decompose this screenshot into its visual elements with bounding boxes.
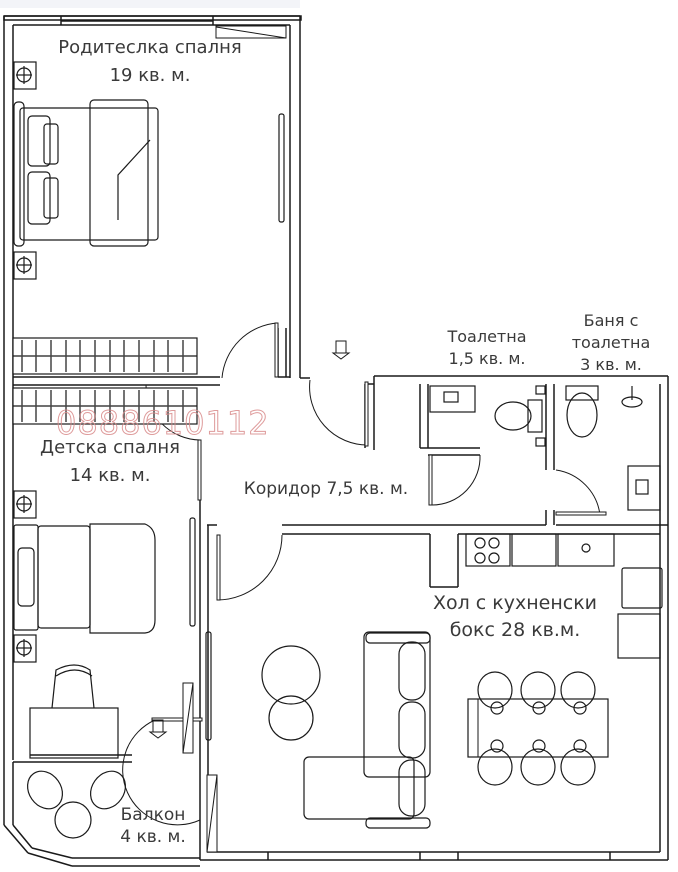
balcony-furniture bbox=[26, 770, 127, 839]
sofa-icon bbox=[363, 631, 431, 778]
room-area: бокс 28 кв.м. bbox=[449, 619, 581, 641]
room-area: 4 кв. м. bbox=[120, 827, 186, 847]
room-label-master-bedroom: Родитеслка спалня 19 кв. м. bbox=[30, 34, 270, 90]
dining-chair-backs bbox=[477, 698, 609, 758]
round-table-icon bbox=[54, 801, 92, 839]
kitchen-fixtures bbox=[465, 533, 663, 659]
fridge-icon bbox=[621, 567, 663, 609]
outer-walls bbox=[3, 15, 669, 867]
chair-icon bbox=[26, 770, 64, 810]
living-furniture bbox=[261, 631, 609, 829]
toilet-icon bbox=[565, 385, 599, 401]
bathroom-fixtures bbox=[429, 385, 661, 511]
top-header-strip bbox=[0, 0, 300, 8]
room-label-corridor: Коридор 7,5 кв. м. bbox=[226, 478, 426, 500]
room-area: 19 кв. м. bbox=[109, 65, 191, 86]
room-label-kids-bedroom: Детска спалня 14 кв. м. bbox=[10, 434, 210, 490]
room-name: Баня с bbox=[583, 311, 639, 330]
room-name: Детска спалня bbox=[40, 437, 180, 458]
watermark-phone: 0888610112 bbox=[56, 404, 270, 443]
dishwasher-icon bbox=[511, 533, 557, 567]
double-bed-icon bbox=[19, 107, 159, 241]
room-label-living-kitchen: Хол с кухненски бокс 28 кв.м. bbox=[410, 590, 620, 644]
desk-icon bbox=[29, 707, 119, 759]
toilet-icon bbox=[494, 401, 532, 431]
room-area: 1,5 кв. м. bbox=[448, 349, 526, 368]
doors bbox=[122, 25, 607, 853]
room-name: Балкон bbox=[120, 805, 186, 825]
sink-icon bbox=[429, 385, 476, 413]
room-name: Хол с кухненски bbox=[432, 592, 598, 614]
room-label-bathroom: Баня с тоалетна 3 кв. м. bbox=[556, 310, 666, 376]
room-area: 3 кв. м. bbox=[580, 355, 642, 374]
kids-bedroom-furniture bbox=[13, 490, 212, 759]
tv-icon bbox=[189, 517, 196, 627]
washing-machine-icon bbox=[627, 465, 661, 511]
kitchen-sink-icon bbox=[557, 533, 615, 567]
tv-icon bbox=[278, 113, 285, 223]
room-name: Коридор 7,5 кв. м. bbox=[243, 479, 409, 499]
coffee-table-icon bbox=[261, 645, 321, 705]
room-label-balcony: Балкон 4 кв. м. bbox=[108, 804, 198, 848]
room-name: Родитеслка спалня bbox=[58, 37, 242, 58]
cabinet-icon bbox=[617, 613, 661, 659]
chair-icon bbox=[89, 770, 127, 810]
entrance-arrow-icon bbox=[148, 340, 351, 739]
room-label-toilet: Тоалетна 1,5 кв. м. bbox=[432, 326, 542, 370]
stove-icon bbox=[465, 533, 511, 567]
wardrobe-hangers bbox=[21, 340, 184, 422]
room-name: Тоалетна bbox=[447, 327, 527, 346]
master-bedroom-furniture bbox=[12, 61, 285, 425]
room-area: 14 кв. м. bbox=[69, 465, 151, 486]
room-name-2: тоалетна bbox=[571, 333, 651, 352]
